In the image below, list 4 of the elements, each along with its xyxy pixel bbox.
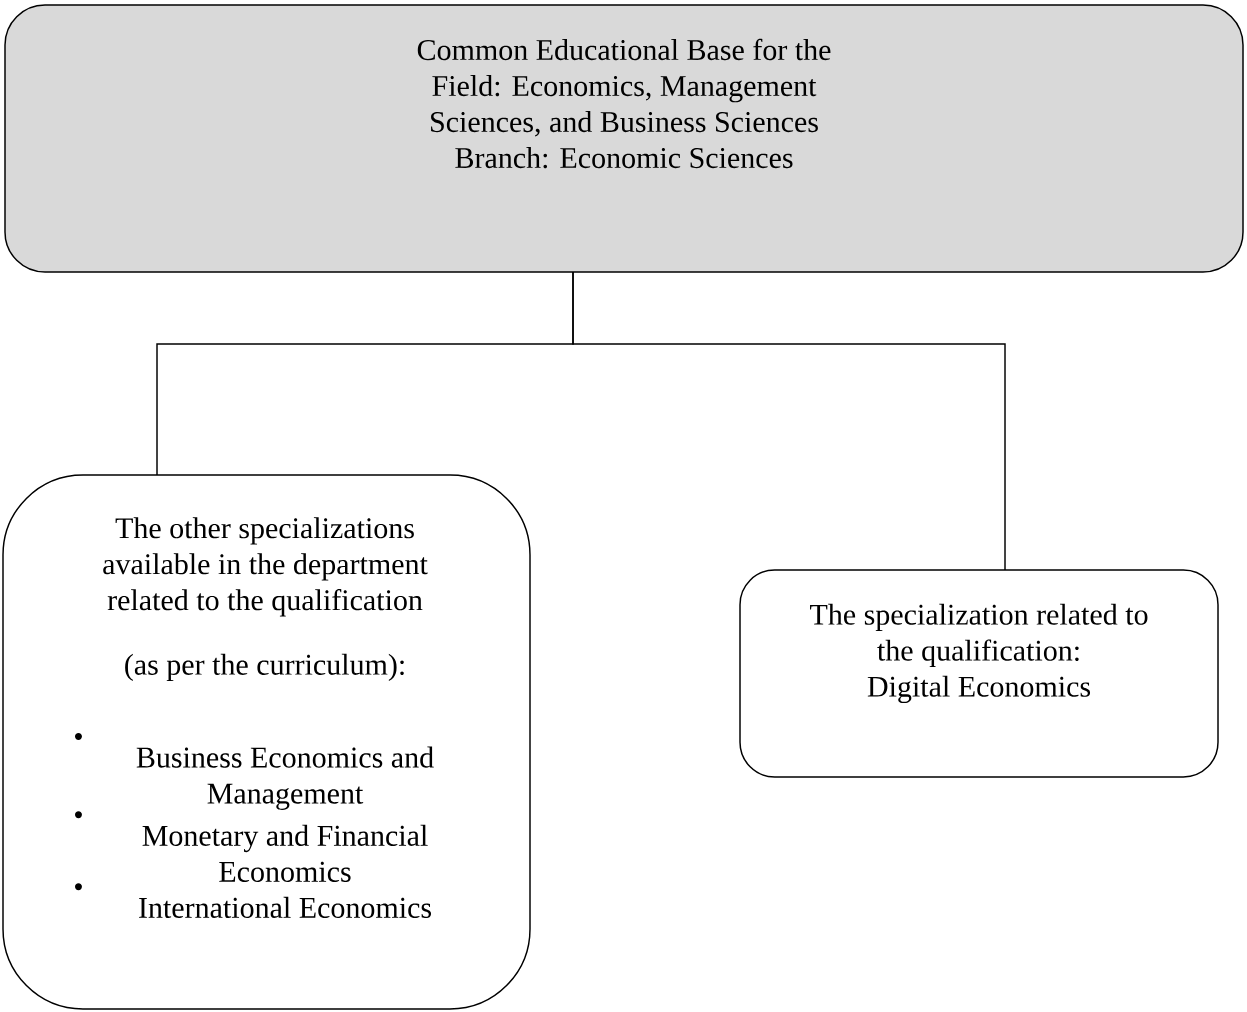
specializations-box: The other specializations available in the department related to the qualification (as per the curriculum): Business Economics and Management Monetary and Financial Economics International Economics [2, 474, 531, 1010]
connector [572, 271, 1006, 571]
base-box: Common Educational Base for the Field: Economics, Management Sciences, and Business Sciences Branch: Economic Sciences [4, 4, 1244, 273]
specialization-box: The specialization related to the qualification: Digital Economics [739, 569, 1219, 778]
